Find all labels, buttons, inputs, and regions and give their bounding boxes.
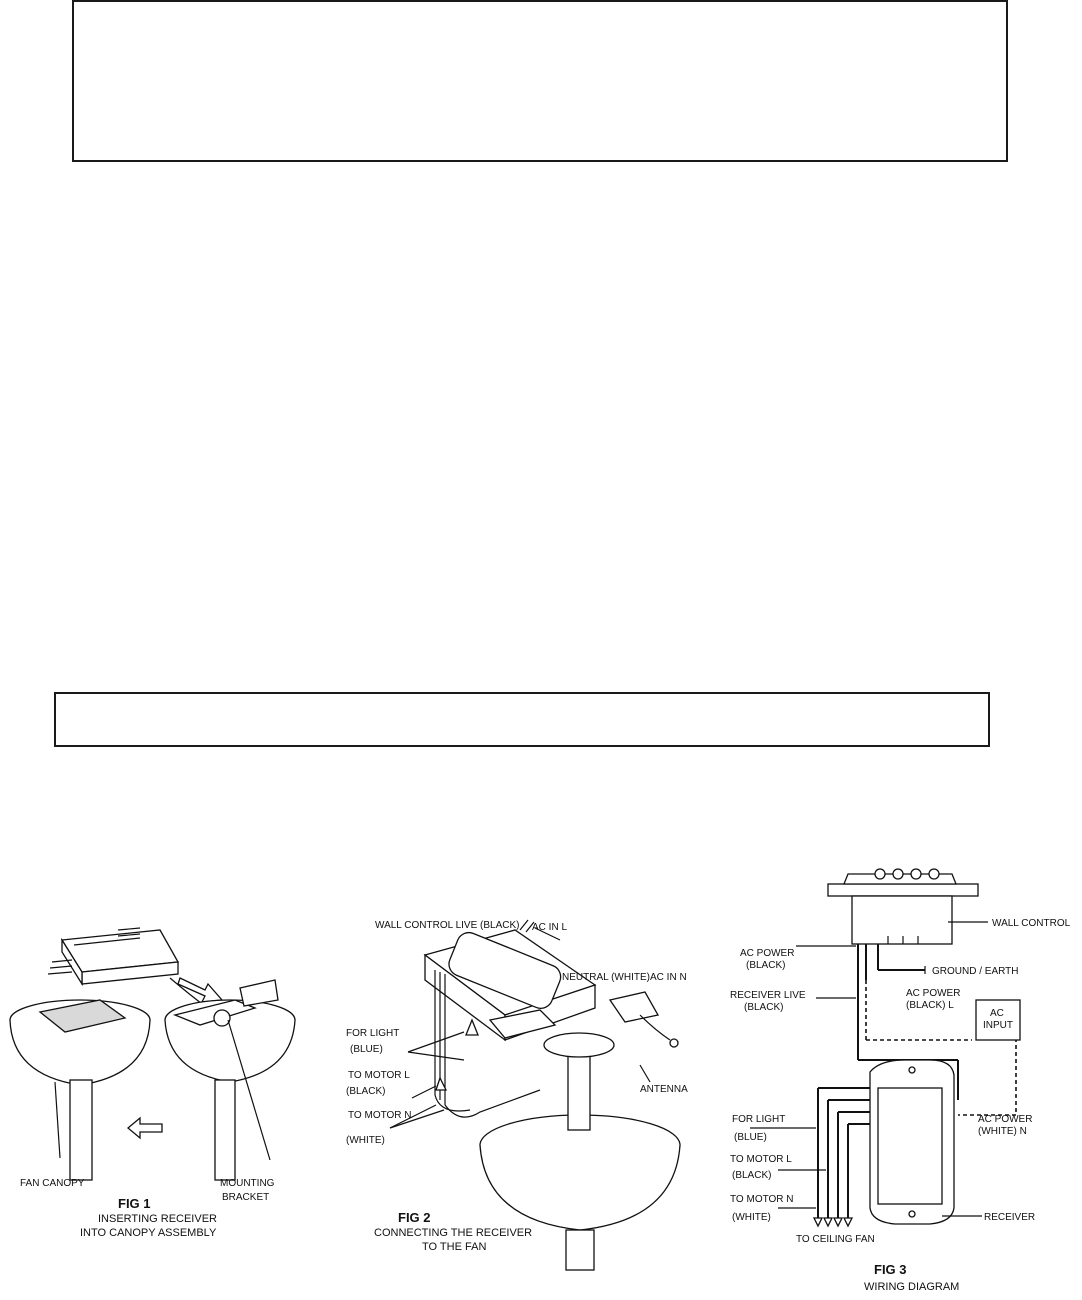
fig3-label-black: (BLACK) (732, 1170, 771, 1181)
fig2-caption-title: FIG 2 (398, 1210, 431, 1225)
fig1-label-bracket: BRACKET (222, 1192, 269, 1203)
fig3-label-ac: AC (990, 1008, 1004, 1019)
fig3-label-to-motor-l: TO MOTOR L (730, 1154, 792, 1165)
fig1-label-mounting: MOUNTING (220, 1178, 275, 1189)
fig3-label-ac-power-n: AC POWER (978, 1114, 1032, 1125)
fig2-label-white: (WHITE) (346, 1135, 385, 1146)
fig1-caption-title: FIG 1 (118, 1196, 151, 1211)
fig2-label-antenna: ANTENNA (640, 1084, 688, 1095)
fig3-label-receiver-live-black: (BLACK) (744, 1002, 783, 1013)
fig2-label-blue: (BLUE) (350, 1044, 383, 1055)
fig3-label-for-light: FOR LIGHT (732, 1114, 785, 1125)
fig3-wiring (812, 944, 1017, 1228)
fig2-receiver-drawing (423, 929, 660, 1042)
fig3-label-wall-control: WALL CONTROL (992, 918, 1071, 929)
fig3-label-blue: (BLUE) (734, 1132, 767, 1143)
fig3-label-receiver-live: RECEIVER LIVE (730, 990, 806, 1001)
fig3-label-ac-power-l-sub: (BLACK) L (906, 1000, 954, 1011)
fig1-direction-arrow (126, 1116, 163, 1140)
fig3-ac-input-box (975, 999, 1021, 1041)
fig3-receiver-drawing (869, 1059, 982, 1225)
fig3-label-ac-power: AC POWER (740, 948, 794, 959)
fig3-label-ac-power-black: (BLACK) (746, 960, 785, 971)
top-notice-box (72, 0, 1008, 162)
fig2-caption-line1: CONNECTING THE RECEIVER (374, 1227, 532, 1239)
fig1-caption-line2: INTO CANOPY ASSEMBLY (80, 1227, 217, 1239)
fig3-caption-title: FIG 3 (874, 1262, 907, 1277)
fig3-label-ac-power-l: AC POWER (906, 988, 960, 999)
fig3-label-white: (WHITE) (732, 1212, 771, 1223)
fig3-label-ground-earth: GROUND / EARTH (932, 966, 1019, 977)
fig3-label-receiver: RECEIVER (984, 1212, 1035, 1223)
fig2-label-black: (BLACK) (346, 1086, 385, 1097)
fig2-illustration: WALL CONTROL LIVE (BLACK) AC IN L NEUTRA… (346, 919, 688, 1271)
middle-notice-box (54, 692, 990, 747)
fig2-label-ac-in-n: AC IN N (650, 972, 687, 983)
fig2-label-wall-control-live: WALL CONTROL LIVE (BLACK) (375, 920, 519, 931)
fig2-caption-line2: TO THE FAN (422, 1241, 486, 1253)
fig1-label-fan-canopy: FAN CANOPY (20, 1178, 85, 1189)
fig3-label-input: INPUT (983, 1020, 1013, 1031)
fig2-label-to-motor-n: TO MOTOR N (348, 1110, 412, 1121)
fig3-wiring-diagram: WALL CONTROL AC POWER (BLACK) GROUND / E… (730, 868, 1071, 1293)
fig1-canopy-left (9, 999, 151, 1181)
fig1-caption-line1: INSERTING RECEIVER (98, 1213, 217, 1225)
fig3-wall-control-drawing (827, 868, 988, 945)
fig2-fan-canopy (479, 1032, 681, 1271)
fig2-label-ac-in-l: AC IN L (532, 922, 567, 933)
fig1-canopy-right (164, 979, 296, 1181)
fig2-wires (434, 919, 679, 1118)
fig3-label-to-ceiling-fan: TO CEILING FAN (796, 1234, 875, 1245)
fig1-illustration: FAN CANOPY MOUNTING BRACKET FIG 1 INSERT… (9, 927, 296, 1239)
fig3-label-to-motor-n: TO MOTOR N (730, 1194, 794, 1205)
fig3-label-ac-power-n-sub: (WHITE) N (978, 1126, 1027, 1137)
fig2-label-neutral-white: NEUTRAL (WHITE) (562, 972, 650, 983)
fig2-label-for-light: FOR LIGHT (346, 1028, 399, 1039)
fig3-caption-line1: WIRING DIAGRAM (864, 1281, 959, 1293)
fig2-label-to-motor-l: TO MOTOR L (348, 1070, 410, 1081)
